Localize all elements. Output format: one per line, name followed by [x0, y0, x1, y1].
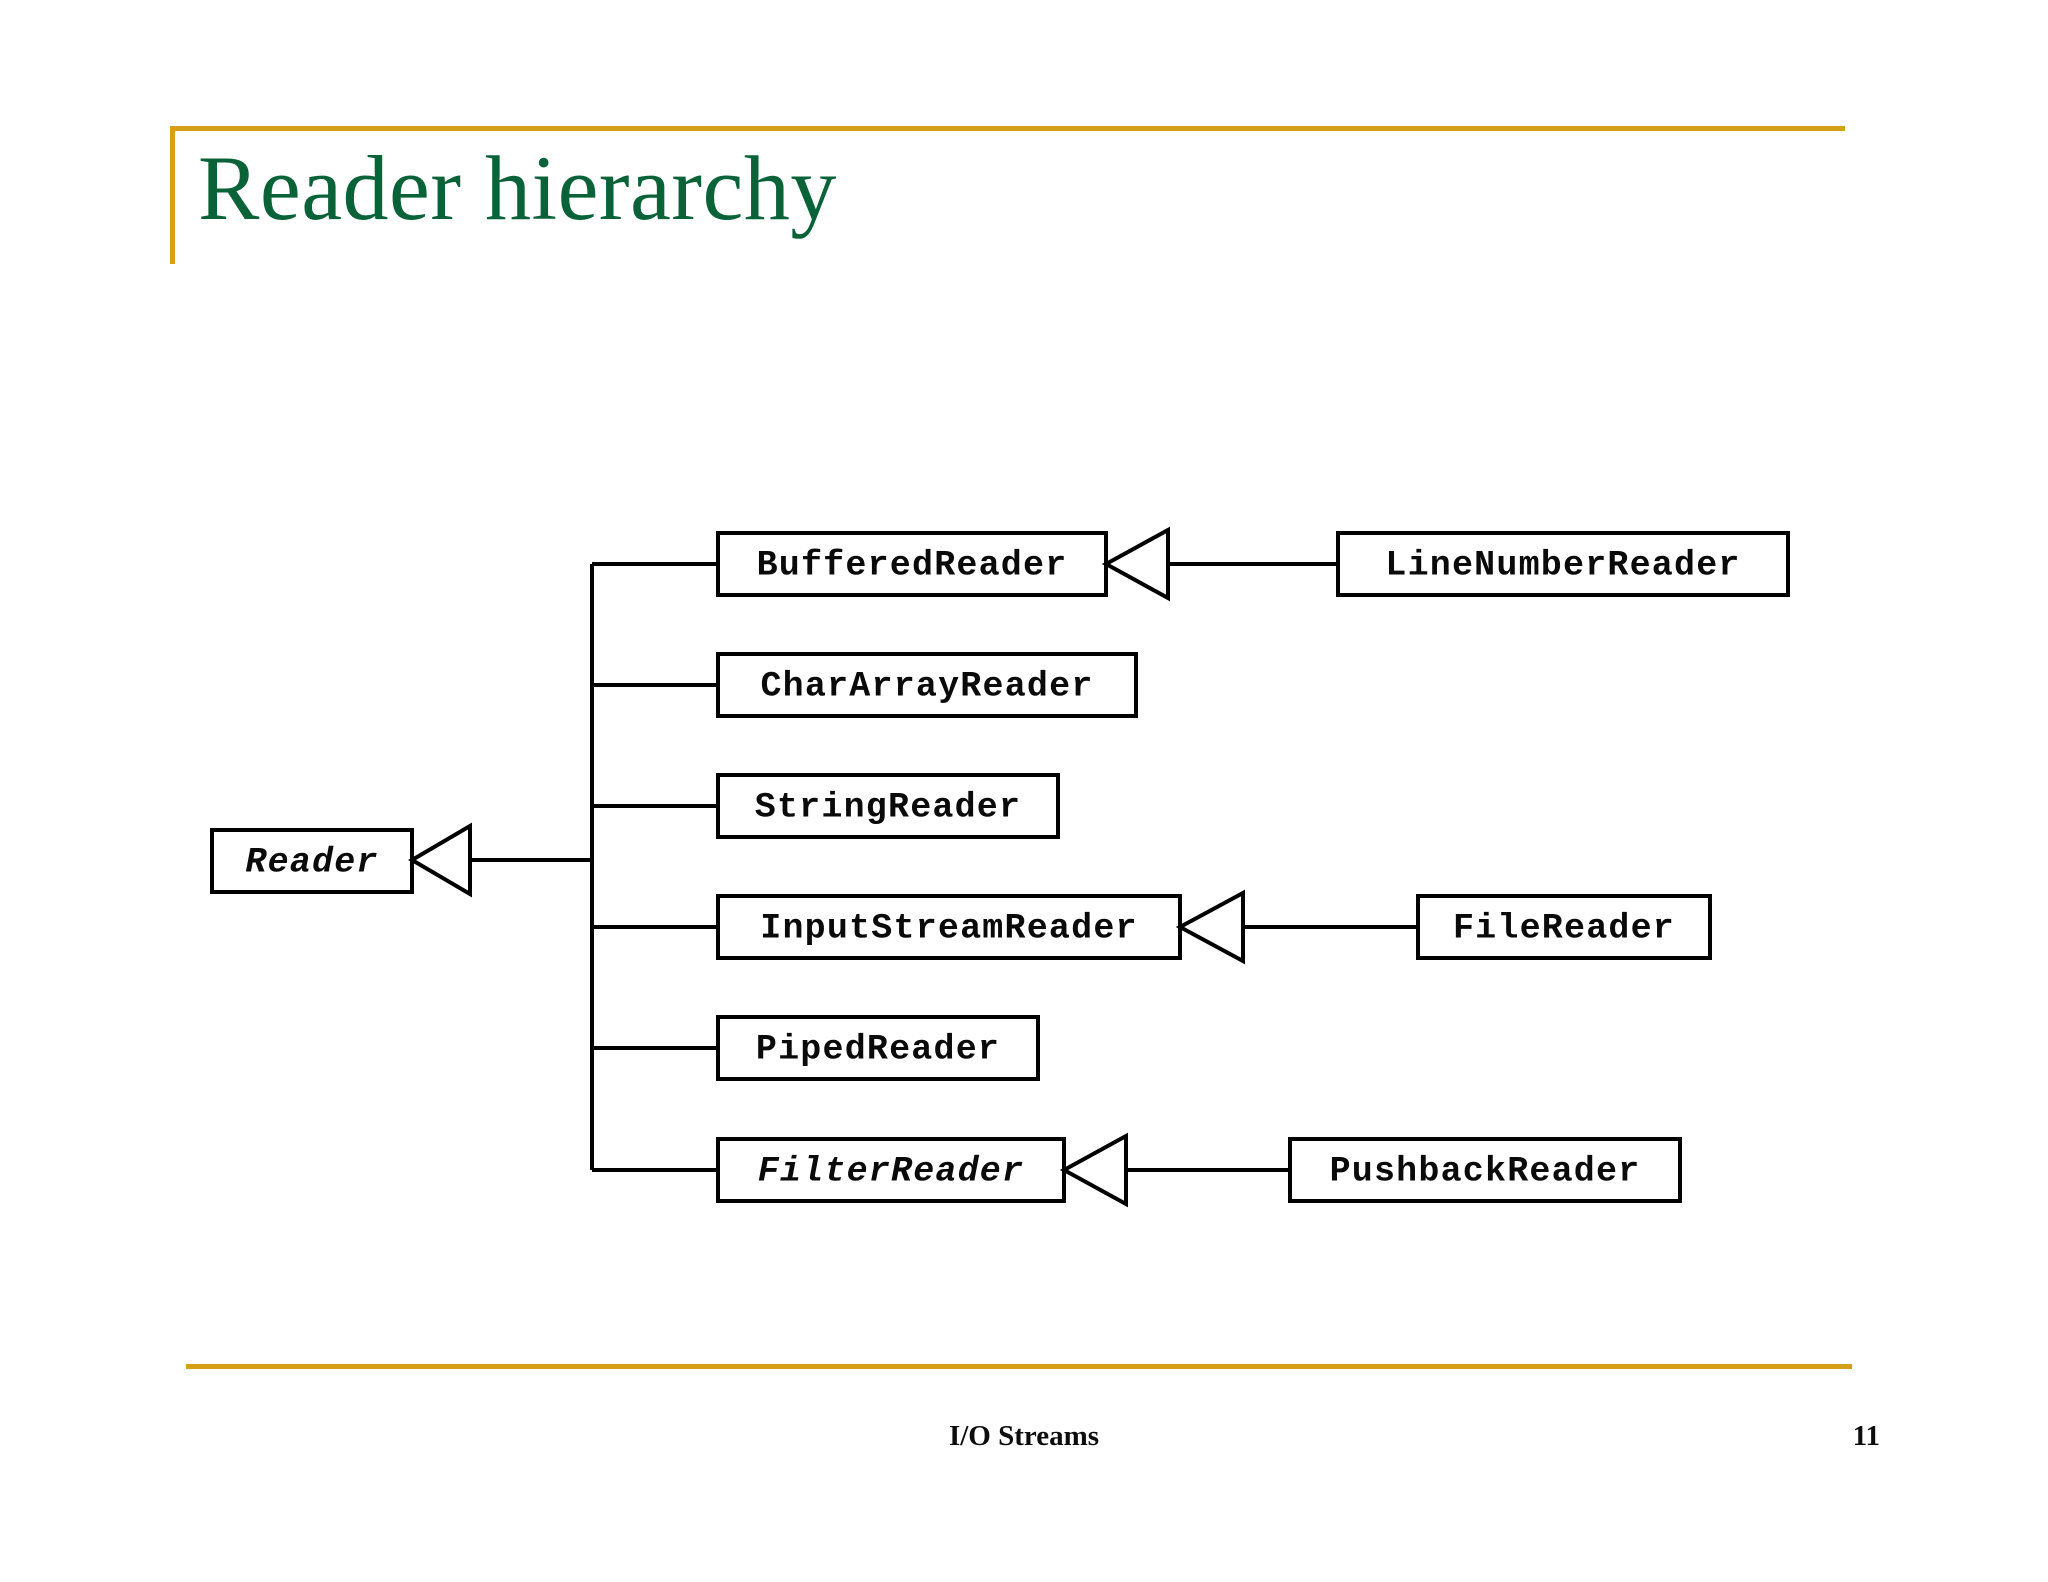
inheritance-arrowhead-filterreader: [1059, 1132, 1128, 1208]
class-label-pushbackreader: PushbackReader: [1330, 1151, 1641, 1191]
inheritance-arrowhead-inputstreamreader: [1175, 889, 1245, 965]
class-node-reader[interactable]: Reader: [210, 828, 414, 894]
class-node-inputstreamreader[interactable]: InputStreamReader: [716, 894, 1182, 960]
class-box-chararrayreader: [716, 652, 1138, 718]
class-node-pushbackreader[interactable]: PushbackReader: [1288, 1137, 1682, 1203]
class-label-inputstreamreader: InputStreamReader: [760, 908, 1137, 948]
footer-label: I/O Streams: [948, 1420, 1100, 1452]
page-number: 11: [1852, 1420, 1880, 1452]
class-node-bufferedreader[interactable]: BufferedReader: [716, 531, 1108, 597]
inheritance-arrowhead-bufferedreader: [1101, 526, 1170, 602]
class-label-bufferedreader: BufferedReader: [757, 545, 1068, 585]
page-title: Reader hierarchy: [198, 137, 837, 239]
class-box-filterreader: [716, 1137, 1066, 1203]
class-label-linenumberreader: LineNumberReader: [1385, 545, 1740, 585]
class-box-bufferedreader: [716, 531, 1108, 597]
title-accent-rule-left: [170, 126, 175, 264]
class-box-linenumberreader: [1336, 531, 1790, 597]
class-label-chararrayreader: CharArrayReader: [760, 666, 1093, 706]
class-box-pipedreader: [716, 1015, 1040, 1081]
class-label-filterreader: FilterReader: [758, 1151, 1024, 1191]
class-node-filereader[interactable]: FileReader: [1416, 894, 1712, 960]
class-label-pipedreader: PipedReader: [756, 1029, 1000, 1069]
class-node-filterreader[interactable]: FilterReader: [716, 1137, 1066, 1203]
class-box-filereader: [1416, 894, 1712, 960]
class-label-filereader: FileReader: [1453, 908, 1675, 948]
inheritance-arrowhead-reader: [408, 822, 472, 898]
class-box-stringreader: [716, 773, 1060, 839]
connector-lines: [470, 562, 718, 1172]
class-node-stringreader[interactable]: StringReader: [716, 773, 1060, 839]
class-node-pipedreader[interactable]: PipedReader: [716, 1015, 1040, 1081]
footer-accent-rule: [186, 1364, 1852, 1369]
class-node-chararrayreader[interactable]: CharArrayReader: [716, 652, 1138, 718]
class-box-pushbackreader: [1288, 1137, 1682, 1203]
class-label-reader: Reader: [245, 842, 378, 882]
class-box-reader: [210, 828, 414, 894]
class-label-stringreader: StringReader: [755, 787, 1021, 827]
title-accent-rule-top: [170, 126, 1845, 131]
class-node-linenumberreader[interactable]: LineNumberReader: [1336, 531, 1790, 597]
